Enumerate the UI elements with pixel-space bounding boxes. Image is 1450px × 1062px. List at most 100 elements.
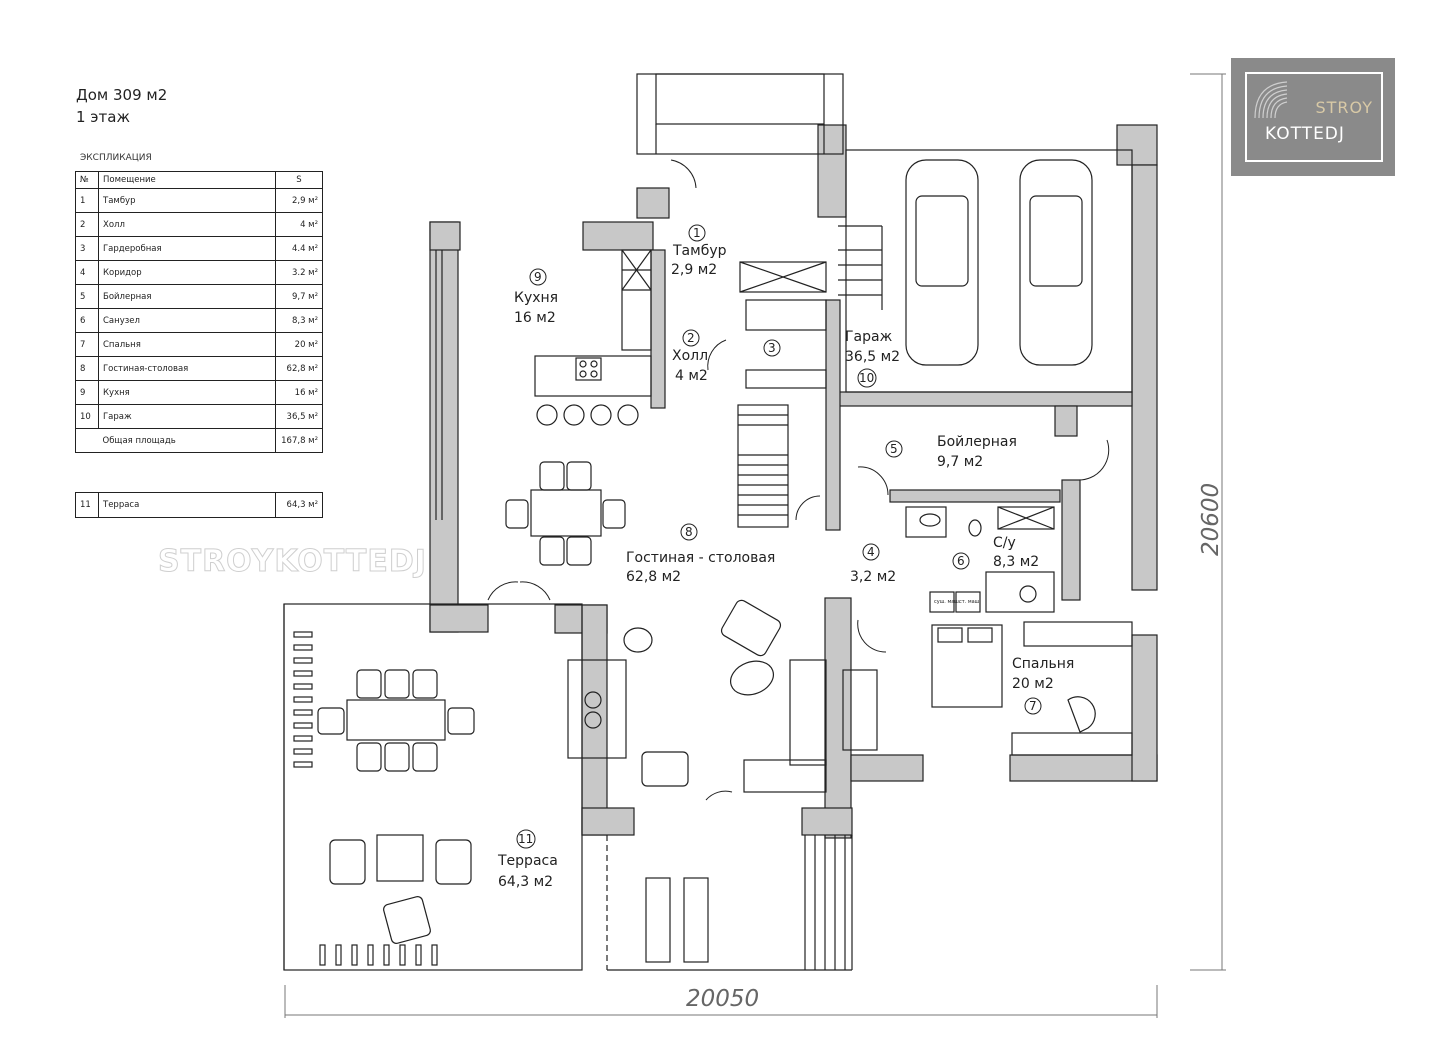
- row-num: 1: [75, 188, 99, 213]
- wardrobe-rail: [745, 299, 827, 331]
- company-logo: STROY KOTTEDJ: [1231, 58, 1395, 176]
- doors: [487, 159, 1110, 801]
- row-num: 11: [75, 492, 99, 518]
- walls: [429, 124, 1158, 839]
- washer: [955, 591, 981, 613]
- room-area: 9,7 м2: [937, 454, 983, 470]
- room-area: 16 м2: [514, 310, 556, 326]
- room-number: 11: [518, 832, 533, 846]
- room-name: Гостиная - столовая: [626, 550, 775, 566]
- room-area: 3,2 м2: [850, 569, 896, 585]
- wardrobe-cabinet: [739, 261, 827, 293]
- wall-living-se: [801, 807, 853, 836]
- dining-table: [530, 489, 602, 537]
- room-number: 8: [685, 525, 693, 539]
- room-number: 2: [687, 331, 695, 345]
- car: [905, 159, 979, 366]
- logo-swirl-icon: [1254, 81, 1288, 119]
- outlines: [283, 73, 1133, 971]
- wall-kitchen-east: [650, 249, 666, 409]
- porch: [636, 73, 844, 155]
- wall-vestibule-w: [636, 187, 670, 219]
- wall-kitchen-north: [582, 221, 654, 251]
- closet: [1023, 621, 1133, 647]
- wall-nw-corner: [429, 221, 461, 251]
- room-name: С/у: [993, 535, 1016, 551]
- bathtub-sink: [905, 506, 947, 538]
- room-name: Кухня: [514, 290, 558, 306]
- dimension-width: 20050: [686, 986, 759, 1012]
- washer-label: ст. маш.: [959, 599, 981, 605]
- room-labels: 1 Тамбур 2,9 м2 2 Холл 4 м2 3 4 3,2 м2 5…: [497, 224, 1074, 890]
- room-area: 36,5 м2: [845, 349, 900, 365]
- row-area: 3.2 м²: [275, 260, 323, 285]
- row-name: Санузел: [98, 308, 276, 333]
- wall-boiler-e: [1054, 405, 1078, 437]
- wall-living-w: [581, 604, 608, 836]
- row-area: 4.4 м²: [275, 236, 323, 261]
- fireplace: [567, 659, 627, 759]
- shower: [997, 506, 1055, 530]
- row-area: 16 м²: [275, 380, 323, 405]
- wall-west: [429, 221, 459, 633]
- room-number: 9: [534, 270, 542, 284]
- total-area: 167,8 м²: [275, 428, 323, 453]
- floor-label: 1 этаж: [76, 108, 130, 126]
- staircase: [737, 404, 789, 528]
- room-number: 10: [859, 371, 874, 385]
- room-name: Гараж: [845, 329, 893, 345]
- room-number: 6: [957, 554, 965, 568]
- row-num: 3: [75, 236, 99, 261]
- row-area: 9,7 м²: [275, 284, 323, 309]
- watermark: STROYKOTTEDJ: [158, 544, 427, 580]
- wall-east: [1131, 164, 1158, 591]
- row-name: Бойлерная: [98, 284, 276, 309]
- sideboard: [842, 669, 878, 751]
- total-label: Общая площадь: [98, 428, 276, 453]
- wall-living-e: [824, 597, 852, 839]
- cars: [905, 159, 1093, 366]
- wall-garage-w: [817, 124, 847, 218]
- row-name: Холл: [98, 212, 276, 237]
- wall-living-sw: [581, 807, 635, 836]
- room-name: Бойлерная: [937, 434, 1017, 450]
- bathtub: [985, 571, 1055, 613]
- logo-text-kottedj: KOTTEDJ: [1265, 124, 1345, 144]
- row-name: Кухня: [98, 380, 276, 405]
- room-area: 62,8 м2: [626, 569, 681, 585]
- room-number: 1: [693, 226, 701, 240]
- sofa: [789, 659, 827, 766]
- bed: [931, 624, 1003, 708]
- room-name: Холл: [672, 348, 708, 364]
- wall-bath-e: [1061, 479, 1081, 601]
- desk: [1011, 732, 1133, 756]
- dryer: [929, 591, 955, 613]
- terrace-table: [346, 699, 446, 741]
- dimension-height: 20600: [1198, 483, 1224, 556]
- terrace-coffee-table: [376, 834, 424, 882]
- row-area: 36,5 м²: [275, 404, 323, 429]
- car: [1019, 159, 1093, 366]
- row-name: Терраса: [98, 492, 276, 518]
- lounger: [645, 877, 671, 963]
- wall-garage-ne: [1116, 124, 1158, 166]
- row-num: 2: [75, 212, 99, 237]
- logo-frame: STROY KOTTEDJ: [1245, 72, 1383, 162]
- row-area: 62,8 м²: [275, 356, 323, 381]
- row-area: 20 м²: [275, 332, 323, 357]
- kitchen-counter: [534, 355, 652, 397]
- room-area: 20 м2: [1012, 676, 1054, 692]
- row-area: 64,3 м²: [275, 492, 323, 518]
- room-area: 2,9 м2: [671, 262, 717, 278]
- row-area: 2,9 м²: [275, 188, 323, 213]
- room-name: Терраса: [497, 853, 558, 869]
- lounger: [683, 877, 709, 963]
- dryer-label: суш. маш.: [934, 599, 961, 605]
- steps: [293, 631, 438, 966]
